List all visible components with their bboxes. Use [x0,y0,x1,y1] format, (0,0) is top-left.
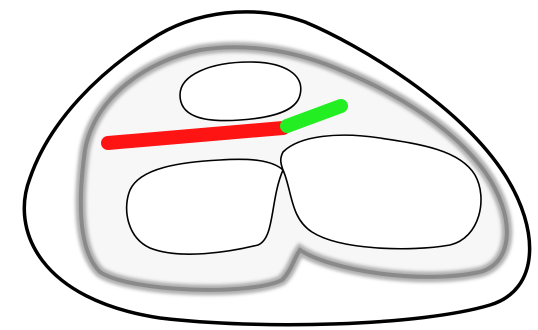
left-lobe [127,159,283,254]
